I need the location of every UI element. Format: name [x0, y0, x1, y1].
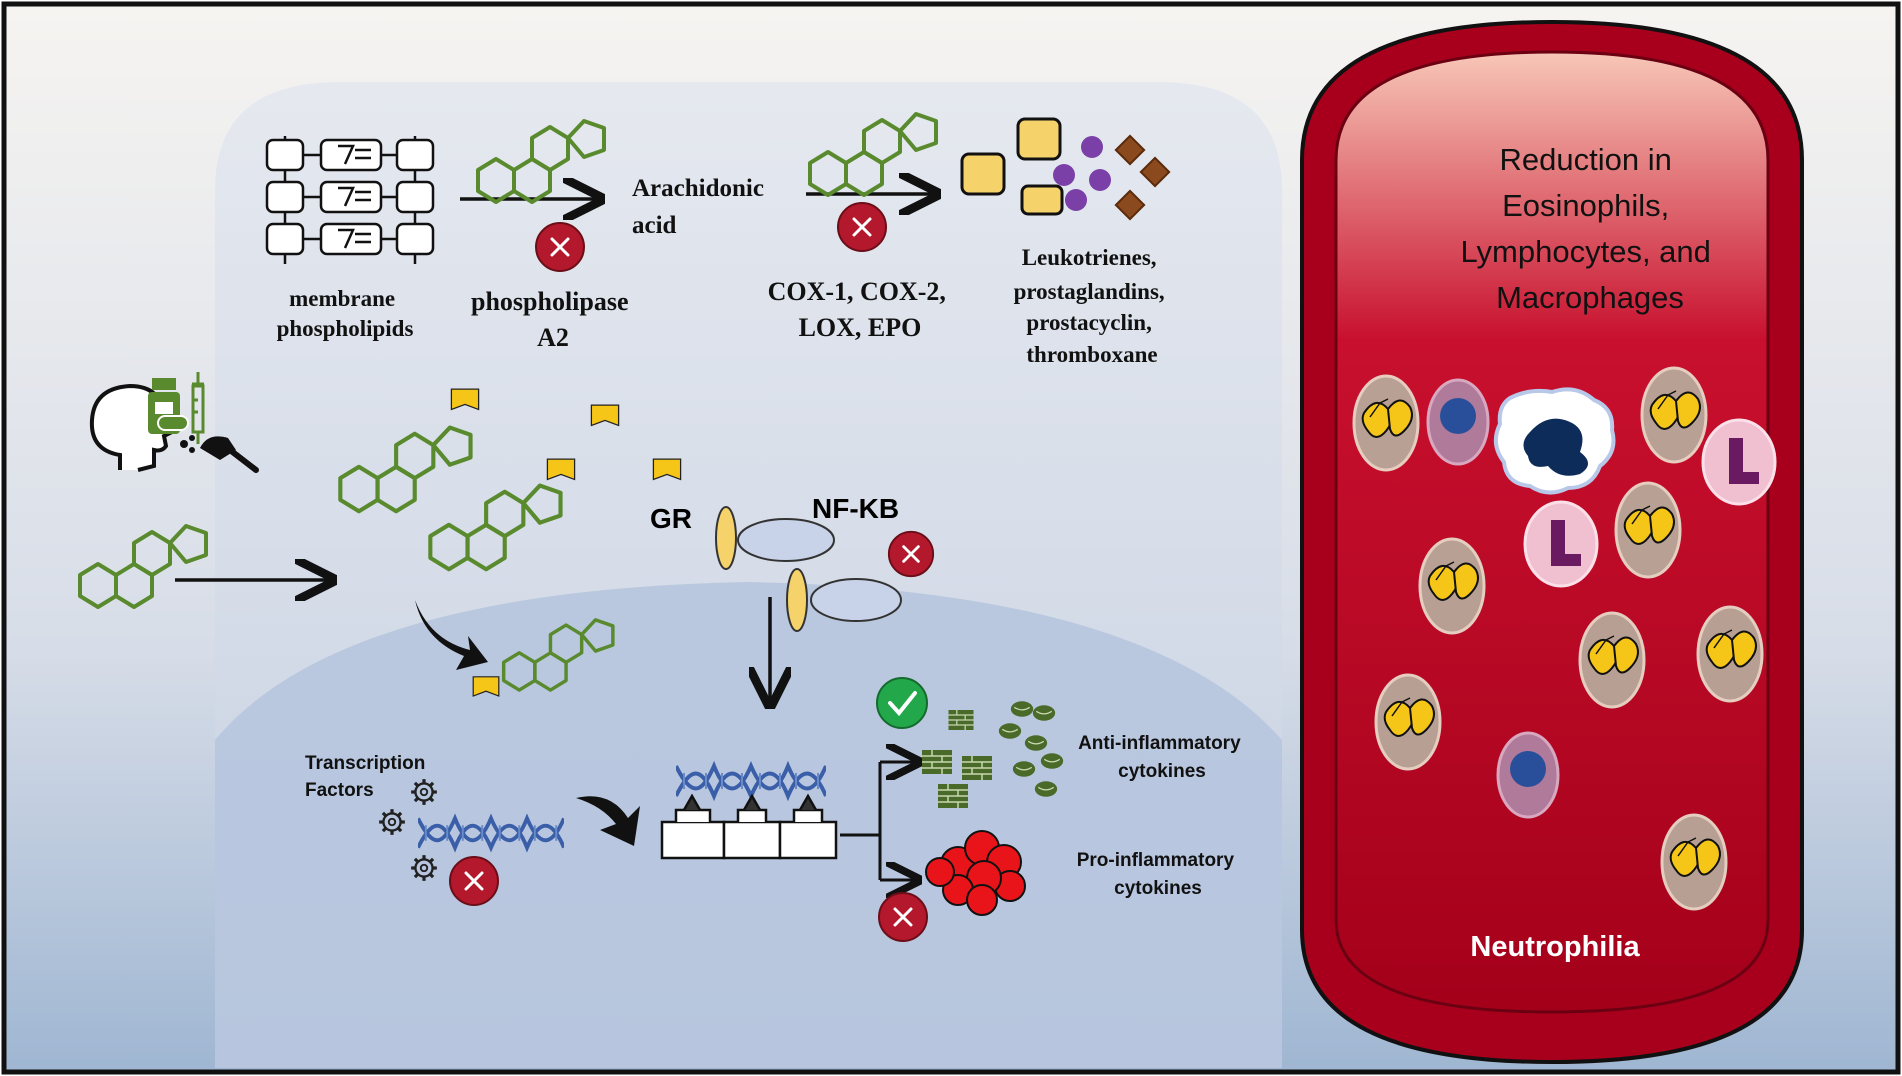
neutrophil-icon [1614, 481, 1682, 579]
syringe-icon [191, 372, 205, 444]
pro-inflammatory-cytokines-icon [925, 830, 1026, 916]
neutrophil-icon [1640, 366, 1708, 464]
pill-bottle-icon [148, 378, 189, 434]
macrophage-icon [1701, 418, 1777, 506]
gr-label: GR [650, 503, 692, 534]
neutrophil-icon [1578, 611, 1646, 709]
neutrophil-icon [1418, 537, 1486, 635]
macrophage-icon [1523, 500, 1599, 588]
neutrophilia-label: Neutrophilia [1470, 931, 1640, 963]
curved-arrow-icon [576, 796, 640, 846]
branch-arrows-icon [840, 762, 916, 880]
arachidonic-acid-label: Arachidonic acid [632, 175, 770, 239]
inhibit-x-icon [448, 855, 500, 907]
inhibit-x-icon [534, 221, 586, 273]
gr-nfkb-complex-icon [715, 506, 902, 632]
inhibit-x-icon [836, 201, 888, 253]
anti-inflammatory-label: Anti-inflammatory cytokines [1078, 733, 1246, 782]
lymphocyte-icon [1426, 378, 1490, 466]
inhibit-x-icon [887, 530, 935, 578]
checkmark-icon [876, 677, 928, 729]
activated-neutrophil-icon [1493, 387, 1616, 495]
gene-promoter-icon [660, 793, 838, 860]
neutrophil-icon [1660, 813, 1728, 911]
pro-inflammatory-label: Pro-inflammatory cytokines [1077, 850, 1240, 899]
neutrophil-icon [1374, 673, 1442, 771]
products-label: Leukotrienes, prostaglandins, prostacycl… [1014, 245, 1171, 367]
neutrophil-icon [1352, 374, 1420, 472]
curved-arrow-icon [415, 600, 488, 670]
lymphocyte-icon [1496, 731, 1560, 819]
eicosanoid-products-icon [960, 117, 1171, 221]
membrane-phospholipids-label: membrane phospholipids [277, 286, 414, 341]
nfkb-label: NF-KB [812, 493, 899, 524]
neutrophil-icon [1696, 605, 1764, 703]
transcription-factors-label: Transcription Factors [305, 753, 431, 801]
vessel-title: Reduction in Eosinophils, Lymphocytes, a… [1460, 142, 1719, 315]
membrane-phospholipids-icon [265, 136, 435, 264]
inhibit-x-icon [877, 891, 929, 943]
cox-lox-epo-label: COX-1, COX-2, LOX, EPO [768, 277, 953, 342]
phospholipase-label: phospholipase A2 [471, 287, 635, 352]
